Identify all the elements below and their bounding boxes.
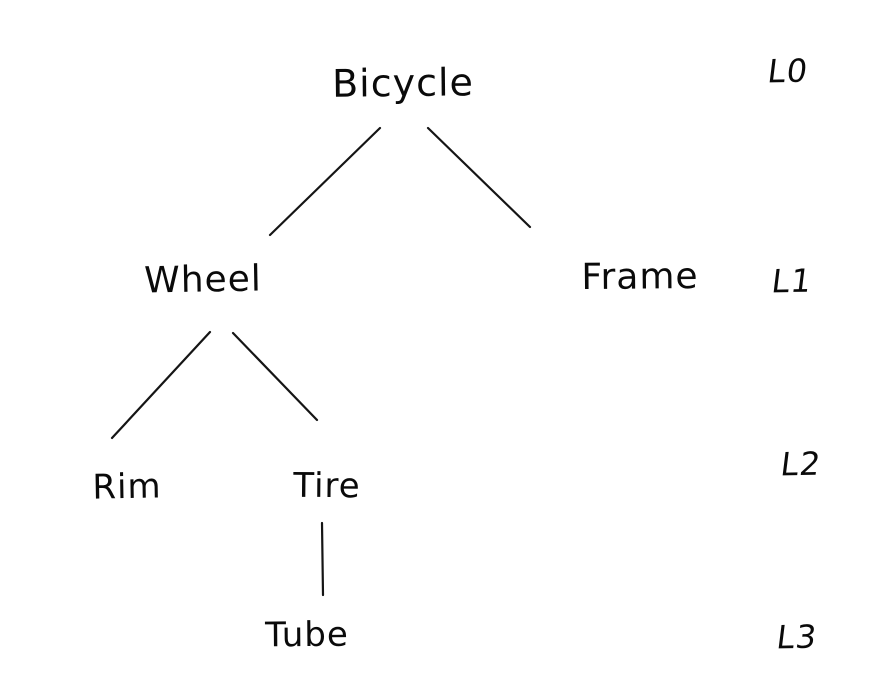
node-tire: Tire bbox=[293, 465, 361, 507]
level-label-l2: L2 bbox=[778, 444, 824, 484]
node-rim: Rim bbox=[92, 466, 162, 508]
edge-bicycle-frame bbox=[426, 126, 532, 229]
node-wheel: Wheel bbox=[143, 258, 263, 302]
edge-wheel-tire bbox=[231, 331, 319, 422]
node-frame: Frame bbox=[581, 255, 699, 299]
edge-bicycle-wheel bbox=[268, 126, 382, 237]
level-label-l3: L3 bbox=[774, 617, 820, 657]
node-bicycle: Bicycle bbox=[331, 60, 475, 106]
edge-wheel-rim bbox=[110, 330, 212, 440]
level-label-l1: L1 bbox=[769, 261, 815, 301]
node-tube: Tube bbox=[264, 614, 350, 656]
edge-tire-tube bbox=[320, 521, 325, 597]
level-label-l0: L0 bbox=[765, 51, 811, 91]
